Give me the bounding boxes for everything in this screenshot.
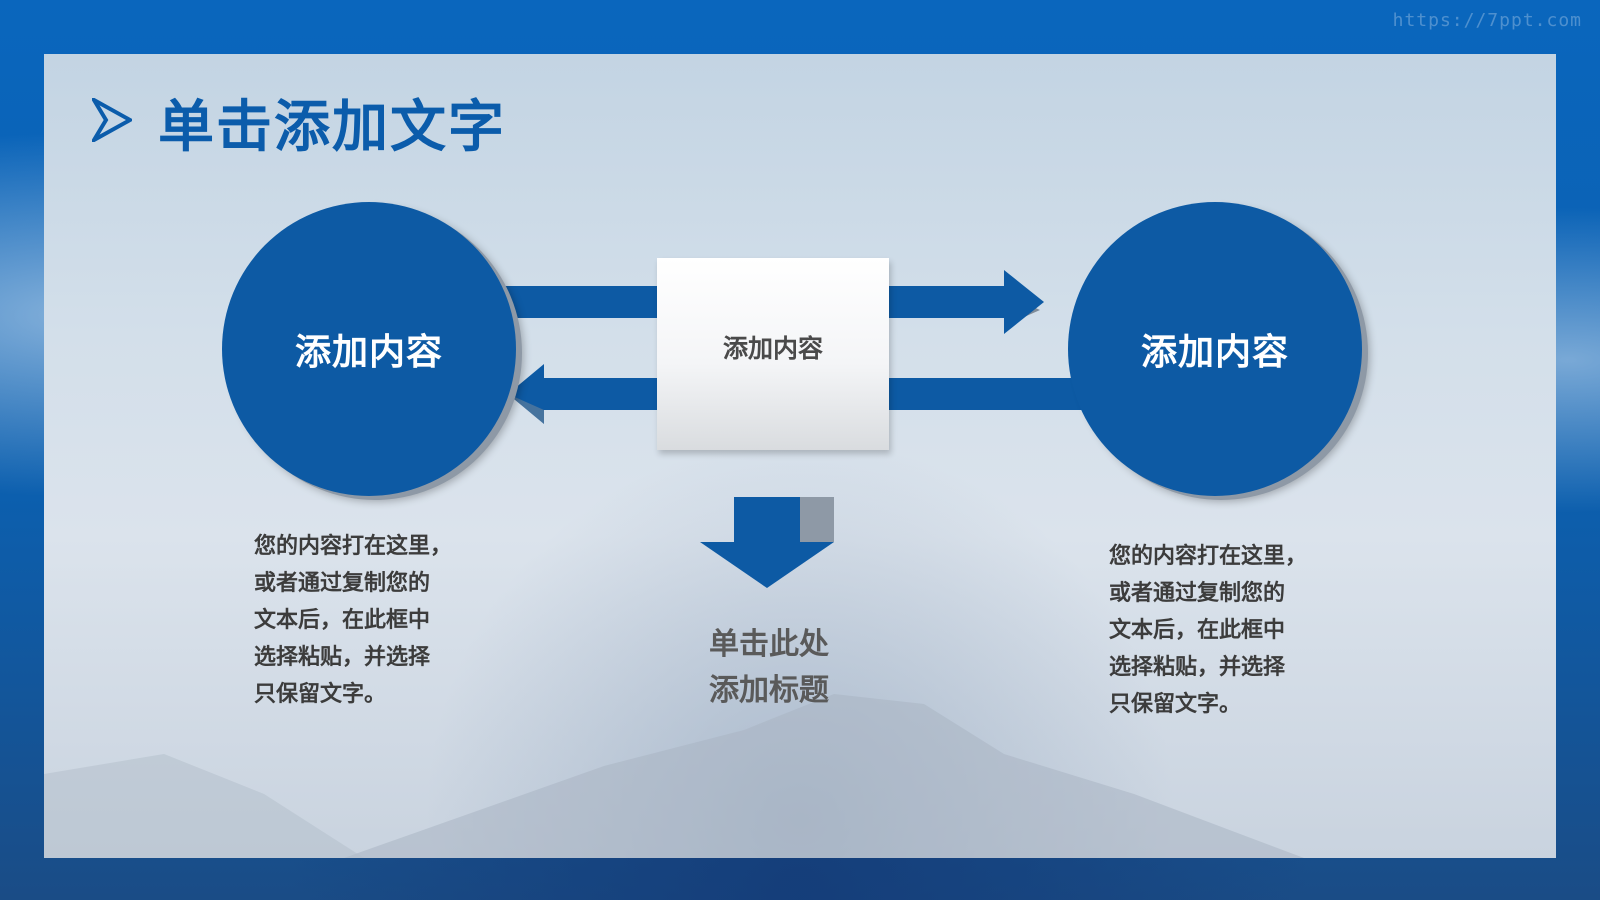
arrow-left-middle — [508, 364, 657, 424]
content-panel: 单击添加文字 添加内容 添加内容 添加内容 您的内容打 — [44, 54, 1556, 858]
left-circle-label: 添加内容 — [294, 332, 443, 373]
flow-arrows — [494, 270, 1089, 588]
center-box-node[interactable]: 添加内容 — [657, 258, 889, 450]
right-description[interactable]: 您的内容打在这里， 或者通过复制您的 文本后，在此框中 选择粘贴，并选择 只保留… — [1109, 544, 1308, 717]
watermark: https://7ppt.com — [1392, 10, 1582, 31]
slide-title[interactable]: 单击添加文字 — [158, 95, 506, 160]
arrow-down — [700, 497, 834, 588]
arrow-bar-bottom — [889, 378, 1089, 410]
right-circle-label: 添加内容 — [1140, 332, 1289, 373]
center-box-label: 添加内容 — [722, 334, 823, 363]
left-circle-node[interactable]: 添加内容 — [222, 202, 516, 496]
right-circle-node[interactable]: 添加内容 — [1068, 202, 1362, 496]
left-description[interactable]: 您的内容打在这里， 或者通过复制您的 文本后，在此框中 选择粘贴，并选择 只保留… — [254, 534, 453, 707]
arrowhead-right-icon — [92, 98, 132, 142]
mountain-backdrop — [44, 694, 1304, 858]
bottom-title[interactable]: 单击此处 添加标题 — [709, 627, 829, 708]
